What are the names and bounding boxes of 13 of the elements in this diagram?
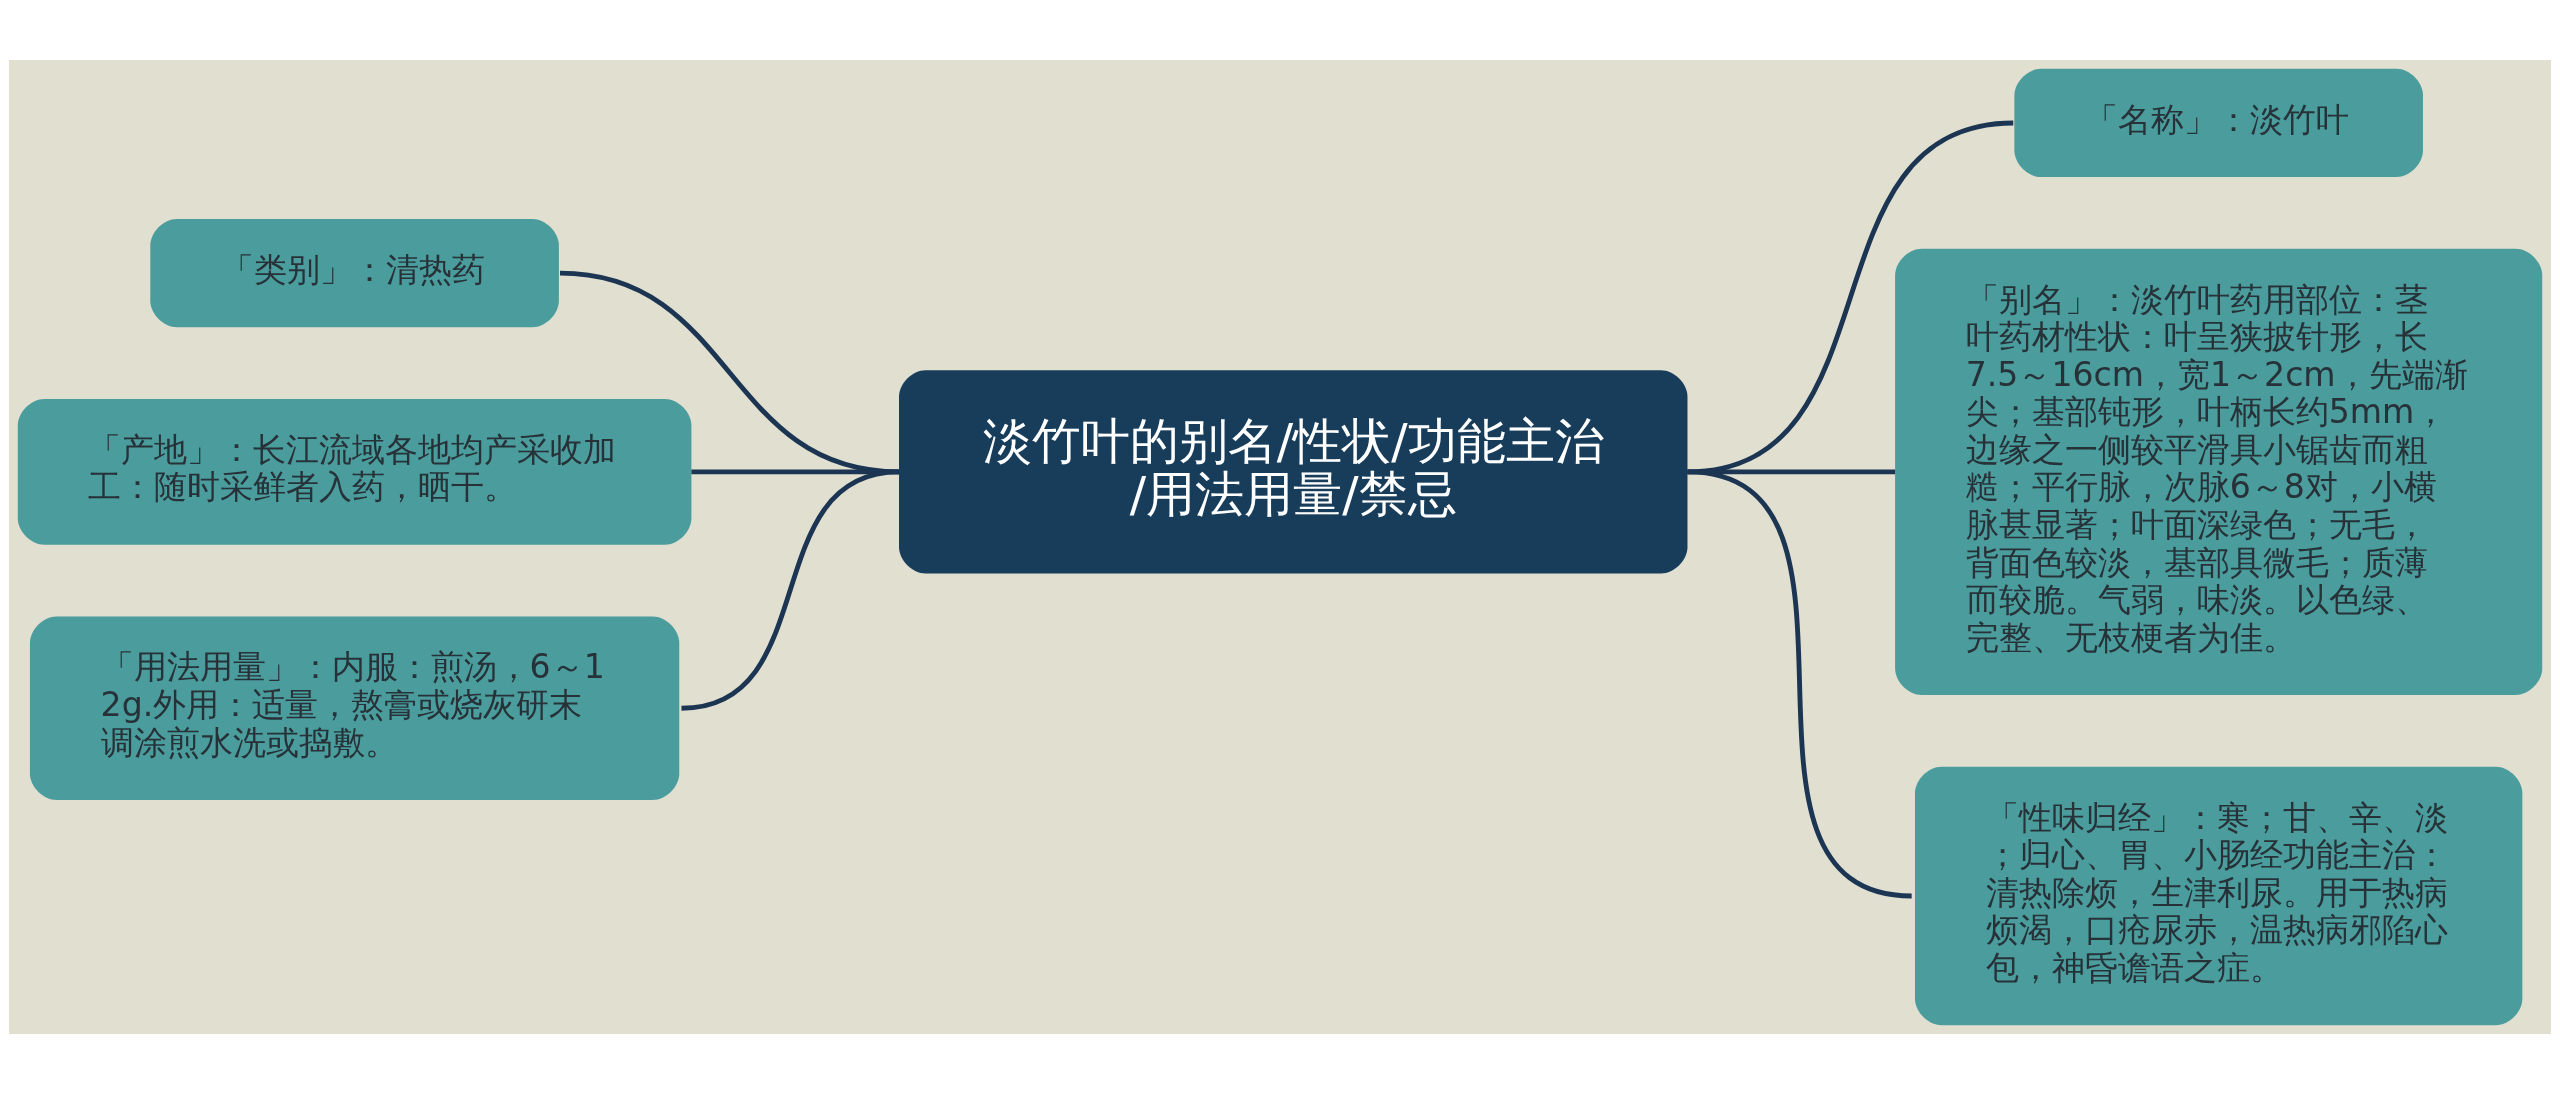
node-box: 「性味归经」：寒；甘、辛、淡；归心、胃、小肠经功能主治：清热除烦，生津利尿。用于热病烦渴，口疮尿赤，温热病邪陷心包，神昏谵语之症。 (1915, 766, 2523, 1025)
node-box: 「别名」：淡竹叶药用部位：茎叶药材性状：叶呈狭披针形，长7.5～16cm，宽1～2cm，先端渐尖；基部钝形，叶柄长约5mm，边缘之一侧较平滑具小锯齿而粗糙；平行脉，次脉6～8对，小横脉甚显著；叶面深绿色；无毛，背面色较淡，基部具微毛；质薄而较脆。气弱，味淡。以色绿、完整、无枝梗者为佳。 (1895, 248, 2543, 695)
connector (1687, 469, 1896, 474)
connector (691, 469, 899, 474)
node-box: 「名称」：淡竹叶 (2014, 68, 2423, 177)
node-box: 「类别」：清热药 (150, 218, 559, 327)
connector (559, 270, 900, 474)
node-box: 「产地」：长江流域各地均产采收加工：随时采鲜者入药，晒干。 (17, 398, 692, 545)
connector (1687, 469, 1913, 898)
connector (681, 469, 900, 711)
connector (1687, 120, 2014, 474)
node-box: 「用法用量」：内服：煎汤，6～12g.外用：适量，熬膏或烧灰研末调涂煎水洗或捣敷。 (29, 616, 680, 800)
node-box: 淡竹叶的别名/性状/功能主治/用法用量/禁忌 (899, 369, 1688, 573)
